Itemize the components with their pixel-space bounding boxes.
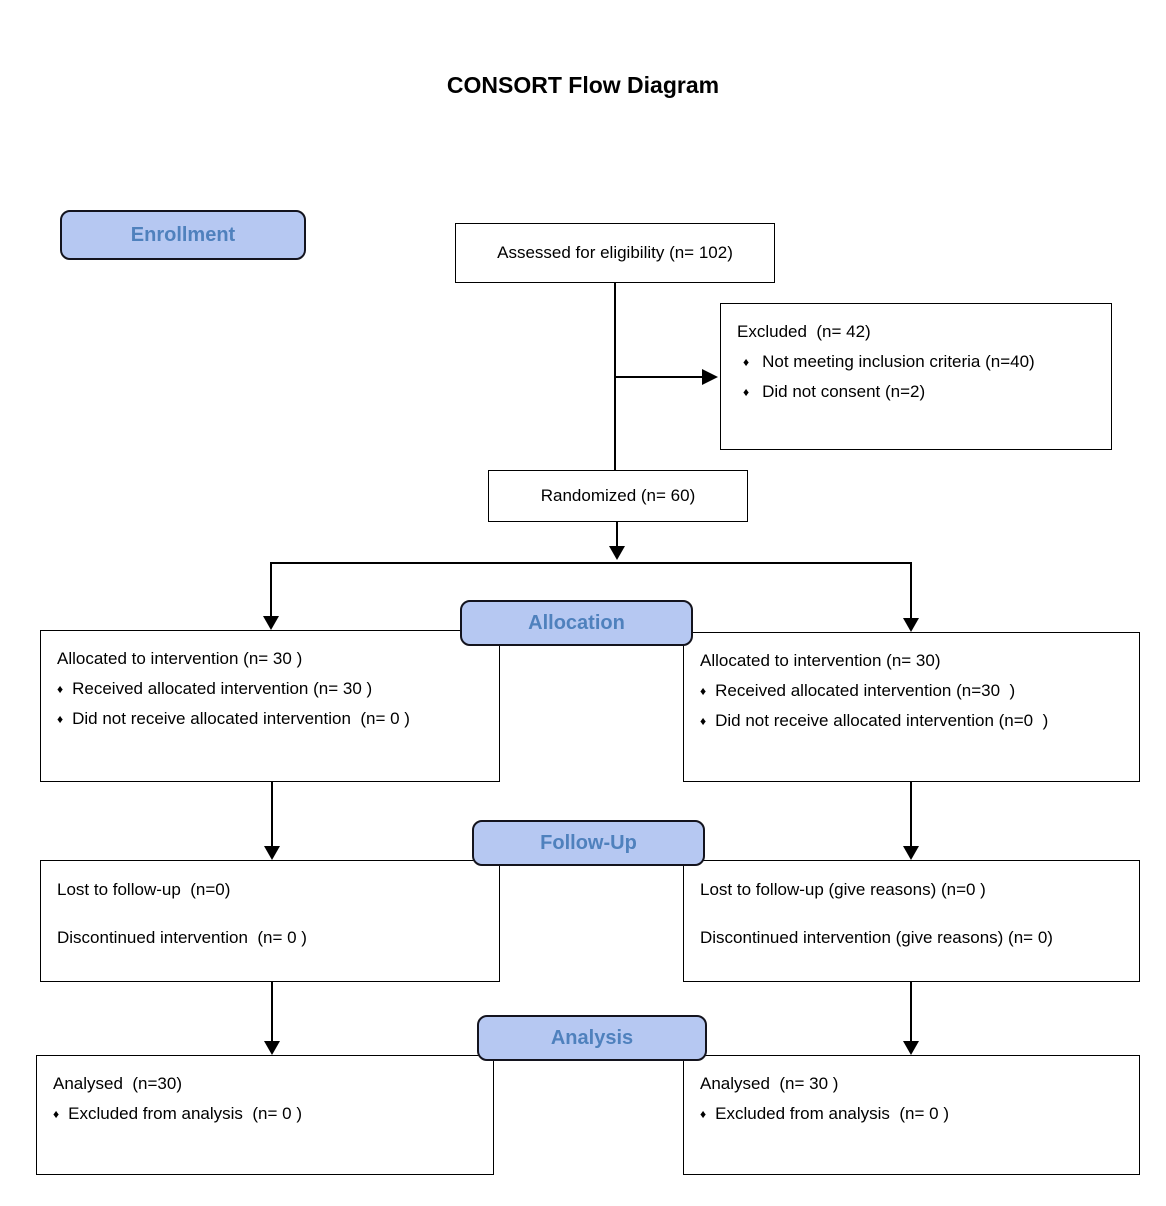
bullet-diamond-icon: ♦ xyxy=(53,1107,60,1121)
box-allocation-right-title: Allocated to intervention (n= 30) xyxy=(700,651,941,670)
arrowhead-allocation-right xyxy=(903,618,919,632)
box-allocation-right: Allocated to intervention (n= 30) ♦ Rece… xyxy=(683,632,1140,782)
box-followup-right-line-1: Lost to follow-up (give reasons) (n=0 ) xyxy=(700,880,986,899)
stage-label-analysis: Analysis xyxy=(477,1015,707,1061)
box-excluded-bullet-2: ♦ Did not consent (n=2) xyxy=(737,377,1097,407)
stage-label-enrollment-text: Enrollment xyxy=(130,223,236,246)
connector-split-right xyxy=(910,562,912,618)
stage-label-followup-text: Follow-Up xyxy=(540,831,637,854)
box-assessed-eligibility-text: Assessed for eligibility (n= 102) xyxy=(497,243,733,262)
stage-label-allocation: Allocation xyxy=(460,600,693,646)
bullet-diamond-icon: ♦ xyxy=(700,1107,707,1121)
box-allocation-left-title: Allocated to intervention (n= 30 ) xyxy=(57,649,303,668)
bullet-diamond-icon: ♦ xyxy=(700,714,707,728)
box-allocation-right-bullet-2: ♦ Did not receive allocated intervention… xyxy=(700,706,1125,736)
connector-split-horizontal xyxy=(270,562,912,564)
page-title: CONSORT Flow Diagram xyxy=(446,72,720,98)
connector-to-excluded xyxy=(615,376,703,378)
connector-allocation-followup-left xyxy=(271,782,273,846)
connector-followup-analysis-right xyxy=(910,982,912,1041)
connector-followup-analysis-left xyxy=(271,982,273,1041)
box-analysis-right-title: Analysed (n= 30 ) xyxy=(700,1074,839,1093)
spacer xyxy=(700,905,1125,923)
box-analysis-left-title: Analysed (n=30) xyxy=(53,1074,182,1093)
box-followup-right: Lost to follow-up (give reasons) (n=0 ) … xyxy=(683,860,1140,982)
box-followup-left-line-2: Discontinued intervention (n= 0 ) xyxy=(57,928,307,947)
arrowhead-analysis-left xyxy=(264,1041,280,1055)
box-allocation-left-bullet-1: ♦ Received allocated intervention (n= 30… xyxy=(57,674,485,704)
box-allocation-right-bullet-1: ♦ Received allocated intervention (n=30 … xyxy=(700,676,1125,706)
stage-label-analysis-text: Analysis xyxy=(550,1026,634,1049)
spacer xyxy=(57,905,485,923)
stage-label-enrollment: Enrollment xyxy=(60,210,306,260)
arrowhead-excluded xyxy=(702,369,718,385)
box-randomized: Randomized (n= 60) xyxy=(488,470,748,522)
stage-label-allocation-text: Allocation xyxy=(528,611,625,634)
bullet-diamond-icon: ♦ xyxy=(743,355,750,369)
arrowhead-randomized-split xyxy=(609,546,625,560)
box-allocation-left: Allocated to intervention (n= 30 ) ♦ Rec… xyxy=(40,630,500,782)
bullet-diamond-icon: ♦ xyxy=(57,682,64,696)
box-followup-left-line-1: Lost to follow-up (n=0) xyxy=(57,880,231,899)
box-randomized-text: Randomized (n= 60) xyxy=(540,486,696,505)
arrowhead-followup-left xyxy=(264,846,280,860)
connector-allocation-followup-right xyxy=(910,782,912,846)
box-analysis-left: Analysed (n=30) ♦ Excluded from analysis… xyxy=(36,1055,494,1175)
connector-randomized-down xyxy=(616,522,618,546)
box-allocation-left-bullet-2: ♦ Did not receive allocated intervention… xyxy=(57,704,485,734)
stage-label-followup: Follow-Up xyxy=(472,820,705,866)
box-analysis-left-bullet-1: ♦ Excluded from analysis (n= 0 ) xyxy=(53,1099,479,1129)
box-analysis-right: Analysed (n= 30 ) ♦ Excluded from analys… xyxy=(683,1055,1140,1175)
box-excluded: Excluded (n= 42) ♦ Not meeting inclusion… xyxy=(720,303,1112,450)
box-followup-left: Lost to follow-up (n=0) Discontinued int… xyxy=(40,860,500,982)
box-analysis-right-bullet-1: ♦ Excluded from analysis (n= 0 ) xyxy=(700,1099,1125,1129)
bullet-diamond-icon: ♦ xyxy=(57,712,64,726)
box-excluded-title: Excluded (n= 42) xyxy=(737,322,871,341)
bullet-diamond-icon: ♦ xyxy=(700,684,707,698)
bullet-diamond-icon: ♦ xyxy=(743,385,750,399)
arrowhead-followup-right xyxy=(903,846,919,860)
connector-split-left xyxy=(270,562,272,616)
box-followup-right-line-2: Discontinued intervention (give reasons)… xyxy=(700,928,1053,947)
arrowhead-allocation-left xyxy=(263,616,279,630)
arrowhead-analysis-right xyxy=(903,1041,919,1055)
box-excluded-bullet-1: ♦ Not meeting inclusion criteria (n=40) xyxy=(737,347,1097,377)
box-assessed-eligibility: Assessed for eligibility (n= 102) xyxy=(455,223,775,283)
